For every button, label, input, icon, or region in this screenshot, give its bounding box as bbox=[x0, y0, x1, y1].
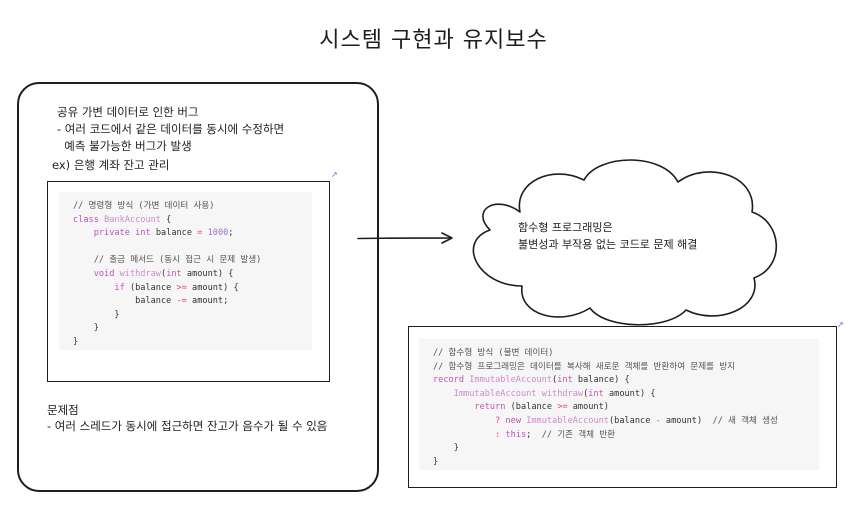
code-method-name: withdraw bbox=[119, 268, 161, 279]
code-comment: // 함수형 방식 (불변 데이터) bbox=[433, 348, 554, 358]
code-comment: // 명령형 방식 (가변 데이터 사용) bbox=[73, 201, 215, 211]
code-brace: } bbox=[114, 309, 120, 320]
code-operator: -= bbox=[176, 296, 187, 307]
code-comment: // 새 객체 생성 bbox=[712, 415, 778, 426]
code-text: (balance bbox=[124, 282, 177, 293]
code-operator: = bbox=[197, 228, 203, 239]
code-line: // 출금 메서드 (동시 접근 시 문제 발생) bbox=[73, 254, 312, 268]
code-brace: } bbox=[93, 323, 99, 334]
code-brace: } bbox=[433, 456, 439, 467]
code-text: amount) bbox=[567, 402, 609, 413]
code-punct: ; bbox=[526, 429, 532, 440]
code-punct: ( bbox=[583, 388, 589, 399]
code-text: balance bbox=[135, 296, 177, 307]
code-line: } bbox=[73, 322, 312, 336]
code-line: balance -= amount; bbox=[73, 295, 312, 309]
code-operator: : bbox=[495, 429, 501, 440]
code-punct: ( bbox=[552, 375, 558, 386]
code-text: amount) { bbox=[186, 282, 239, 293]
code-brace: } bbox=[453, 443, 459, 454]
code-text: amount) bbox=[660, 415, 703, 426]
mutable-code-frame: // 명령형 방식 (가변 데이터 사용) class BankAccount {… bbox=[47, 181, 330, 382]
intro-line-1: 공유 가변 데이터로 인한 버그 bbox=[57, 105, 199, 119]
code-line: return (balance >= amount) bbox=[433, 401, 819, 415]
intro-line-3: 예측 불가능한 버그가 발생 bbox=[57, 139, 192, 153]
code-line: record ImmutableAccount(int balance) { bbox=[433, 374, 819, 388]
code-keyword: class bbox=[73, 214, 99, 225]
external-link-icon[interactable]: ↗ bbox=[837, 320, 844, 329]
code-keyword: private int bbox=[93, 228, 151, 239]
code-text: (balance bbox=[608, 415, 656, 426]
page-title: 시스템 구현과 유지보수 bbox=[319, 28, 548, 53]
code-type: int bbox=[588, 388, 604, 399]
code-line: // 함수형 방식 (불변 데이터) bbox=[433, 347, 819, 361]
code-line: ? new ImmutableAccount(balance - amount)… bbox=[433, 415, 819, 429]
code-keyword: new bbox=[505, 415, 521, 426]
arrow-icon bbox=[357, 232, 453, 244]
code-line: // 함수형 프로그래밍은 데이터를 복사해 새로운 객체를 반환하여 문제를 … bbox=[433, 361, 819, 375]
code-keyword: return bbox=[474, 402, 506, 413]
code-punct: ; bbox=[228, 228, 234, 239]
intro-line-2: - 여러 코드에서 같은 데이터를 동시에 수정하면 bbox=[57, 122, 285, 136]
code-operator: ? bbox=[495, 415, 501, 426]
problem-title: 문제점 bbox=[47, 403, 79, 417]
code-line: : this; // 기존 객체 반환 bbox=[433, 429, 819, 443]
code-line: } bbox=[433, 456, 819, 470]
code-comment: // 함수형 프로그래밍은 데이터를 복사해 새로운 객체를 반환하여 문제를 … bbox=[433, 361, 736, 372]
code-brace: } bbox=[73, 336, 79, 347]
cloud-shape bbox=[472, 159, 778, 326]
code-method-name: withdraw bbox=[541, 388, 584, 399]
code-comment: // 기존 객체 반환 bbox=[541, 429, 616, 440]
code-text: amount; bbox=[186, 296, 229, 307]
code-comment: // 출금 메서드 (동시 접근 시 문제 발생) bbox=[93, 255, 262, 266]
code-text: (balance bbox=[505, 402, 558, 413]
code-params: balance) { bbox=[572, 375, 630, 386]
example-label: ex) 은행 계좌 잔고 관리 bbox=[52, 158, 170, 172]
code-line: } bbox=[73, 336, 312, 350]
code-operator: - bbox=[655, 415, 661, 426]
code-line: } bbox=[433, 442, 819, 456]
code-operator: >= bbox=[557, 402, 568, 413]
immutable-code-block: // 함수형 방식 (불변 데이터) // 함수형 프로그래밍은 데이터를 복사해… bbox=[419, 339, 819, 470]
code-line: void withdraw(int amount) { bbox=[73, 268, 312, 282]
code-class-name: ImmutableAccount bbox=[453, 388, 537, 399]
code-brace: { bbox=[166, 214, 172, 225]
cloud-line-2: 불변성과 부작용 없는 코드로 문제 해결 bbox=[518, 238, 698, 251]
code-line: if (balance >= amount) { bbox=[73, 282, 312, 296]
code-class-name: BankAccount bbox=[104, 214, 161, 225]
code-params: amount) { bbox=[603, 388, 656, 399]
external-link-icon[interactable]: ↗ bbox=[331, 170, 338, 179]
code-line: // 명령형 방식 (가변 데이터 사용) bbox=[73, 200, 312, 214]
code-keyword: void bbox=[93, 268, 115, 279]
code-type: int bbox=[557, 375, 573, 386]
code-punct: ( bbox=[161, 268, 167, 279]
code-type: int bbox=[166, 268, 182, 279]
mutable-code-block: // 명령형 방식 (가변 데이터 사용) class BankAccount {… bbox=[59, 192, 312, 350]
problem-text: - 여러 스레드가 동시에 접근하면 잔고가 음수가 될 수 있음 bbox=[47, 419, 328, 433]
code-number: 1000 bbox=[207, 228, 229, 239]
code-line: ImmutableAccount withdraw(int amount) { bbox=[433, 388, 819, 402]
code-operator: >= bbox=[176, 282, 187, 293]
code-class-name: ImmutableAccount bbox=[469, 375, 553, 386]
code-keyword: record bbox=[433, 375, 465, 386]
code-class-name: ImmutableAccount bbox=[526, 415, 609, 426]
code-line: } bbox=[73, 309, 312, 323]
code-variable: balance bbox=[155, 228, 193, 239]
left-container bbox=[17, 82, 379, 492]
code-keyword: if bbox=[114, 282, 125, 293]
code-line: private int balance = 1000; bbox=[73, 227, 312, 241]
code-params: amount) { bbox=[181, 268, 234, 279]
cloud-line-1: 함수형 프로그래밍은 bbox=[518, 221, 613, 234]
code-keyword: this bbox=[505, 429, 527, 440]
code-line: class BankAccount { bbox=[73, 214, 312, 228]
intro-text: 공유 가변 데이터로 인한 버그 - 여러 코드에서 같은 데이터를 동시에 수정… bbox=[57, 104, 284, 155]
immutable-code-frame: // 함수형 방식 (불변 데이터) // 함수형 프로그래밍은 데이터를 복사해… bbox=[408, 326, 837, 488]
